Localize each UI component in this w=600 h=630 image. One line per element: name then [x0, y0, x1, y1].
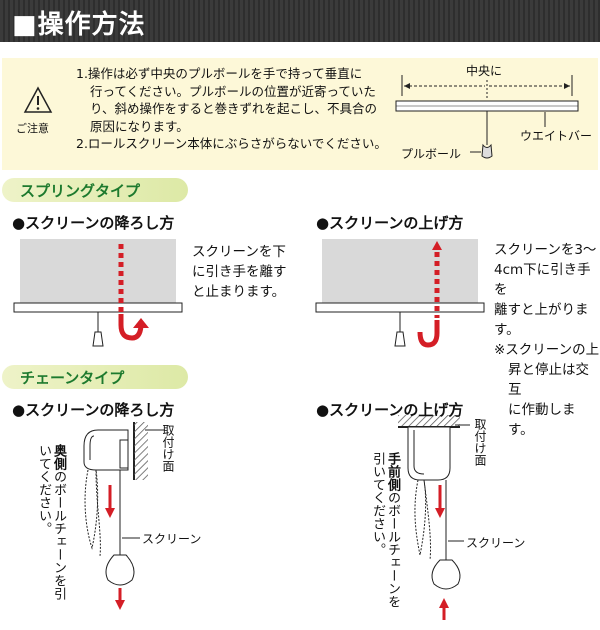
spring-raise-diagram — [315, 239, 485, 348]
spring-section-header: スプリングタイプ — [2, 178, 188, 202]
chain-section-header: チェーンタイプ — [2, 365, 188, 389]
caution-text: 1.操作は必ず中央のプルボールを手で持って垂直に 行ってください。プルボールの位… — [76, 65, 387, 153]
spring-raise-title: ●スクリーンの上げ方 — [316, 214, 464, 232]
spring-lower-title: ●スクリーンの降ろし方 — [12, 214, 175, 232]
caution-line: 行ってください。プルボールの位置が近寄っていた — [90, 83, 376, 99]
note-line: 昇と停止は交互 — [508, 362, 589, 398]
chain-lower-diagram — [83, 422, 165, 610]
center-pull-diagram — [395, 75, 579, 159]
instruction-text: のボールチェーンを引いてください。 — [36, 444, 66, 600]
note-line: に作動します。 — [508, 402, 576, 438]
spring-lower-note: スクリーンを下 に引き手を離す と止まります。 — [192, 242, 287, 302]
spring-lower-diagram — [13, 239, 183, 347]
caution-panel — [2, 58, 598, 170]
down-arrow-icon — [105, 485, 115, 518]
up-arrow-icon — [417, 241, 442, 348]
chain-lower-title: ●スクリーンの降ろし方 — [12, 401, 175, 419]
instruction-emphasis: 手前側 — [385, 452, 400, 491]
mount-surface-label: 取付け面 — [473, 418, 487, 466]
note-line: 離すと上がります。 — [494, 302, 589, 338]
page-title: ■操作方法 — [12, 10, 146, 40]
weight-bar-label: ウエイトバー — [520, 129, 593, 143]
up-arrow-icon — [439, 598, 449, 620]
note-line: に引き手を離す — [192, 264, 287, 280]
note-line: 4cm下に引き手を — [494, 262, 591, 298]
instruction-text: のボールチェーンを引いてください。 — [370, 452, 400, 608]
down-arrow-icon — [435, 485, 445, 518]
screen-label: スクリーン — [142, 532, 202, 546]
chain-raise-diagram — [398, 415, 470, 620]
chain-raise-title: ●スクリーンの上げ方 — [316, 401, 464, 419]
note-line: スクリーンを下 — [192, 244, 286, 260]
pull-ball-label: プルボール — [401, 147, 462, 161]
chain-lower-instruction: 奥側のボールチェーンを引いてください。 — [36, 444, 66, 604]
note-line: ※スクリーンの上 — [494, 342, 600, 358]
instruction-emphasis: 奥側 — [51, 444, 66, 470]
caution-line: り、斜め操作をすると巻きずれを起こし、不具合の — [90, 101, 378, 116]
spring-raise-note: スクリーンを3～ 4cm下に引き手を 離すと上がります。 ※スクリーンの上 昇と… — [494, 240, 600, 440]
down-arrow-icon — [115, 588, 125, 610]
screen-label: スクリーン — [466, 536, 526, 550]
caution-line: 原因になります。 — [90, 118, 189, 134]
section-title: スプリングタイプ — [20, 182, 141, 200]
center-label: 中央に — [466, 64, 503, 78]
caution-label: ご注意 — [16, 122, 49, 135]
note-line: と止まります。 — [192, 284, 286, 300]
header-bar: ■操作方法 — [0, 0, 600, 42]
section-title: チェーンタイプ — [20, 369, 125, 387]
down-arrow-icon — [118, 244, 149, 341]
note-line: スクリーンを3～ — [494, 242, 597, 258]
caution-line: 2.ロールスクリーン本体にぶらさがらないでください。 — [76, 136, 387, 151]
caution-line: 1.操作は必ず中央のプルボールを手で持って垂直に — [76, 66, 363, 81]
mount-surface-label: 取付け面 — [161, 424, 175, 472]
warning-icon — [23, 86, 53, 113]
chain-raise-instruction: 手前側のボールチェーンを引いてください。 — [370, 452, 400, 612]
